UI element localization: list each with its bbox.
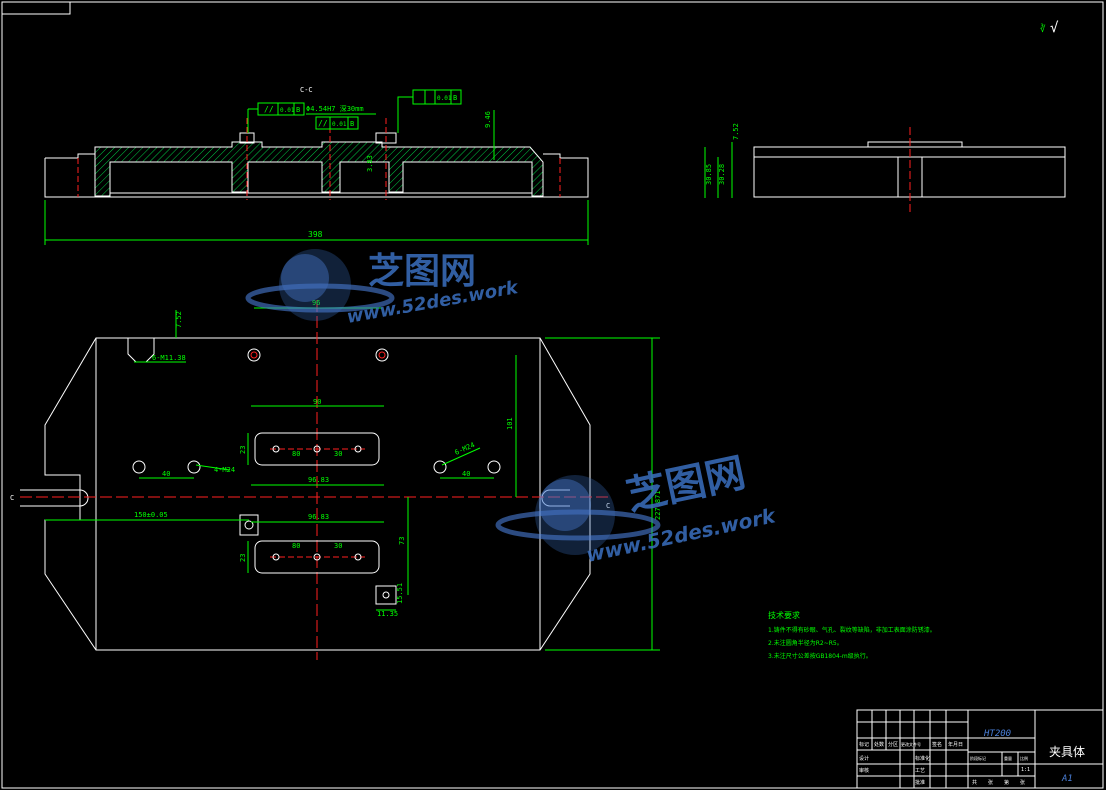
dim-90: 90 xyxy=(313,398,321,406)
tolerance-frame-1: // 0.01 B xyxy=(247,102,305,133)
role-review: 审核 xyxy=(859,767,869,774)
dim-23-b: 23 xyxy=(239,554,247,562)
hole-top-left xyxy=(247,348,261,362)
row-label-5: 年月日 xyxy=(948,741,963,748)
dim-23-a: 23 xyxy=(239,446,247,454)
title-block: HT200 夹具体 A1 标记 处数 分区 更改文件号 签名 年月日 设计 标准… xyxy=(856,709,1104,789)
row-label-2: 分区 xyxy=(888,741,898,748)
dim-height: 9.46 xyxy=(484,111,492,128)
hole-top-right xyxy=(375,348,389,362)
tol-3-value: 0.01 xyxy=(437,95,452,102)
dim-9683-b: 96.83 xyxy=(308,513,329,521)
tolerance-frame-3: 0.01 B xyxy=(397,89,462,133)
hole-spec: Φ4.54H7 深30mm xyxy=(306,104,364,113)
sheet-unit-2: 张 xyxy=(1020,779,1025,786)
role-approve: 批准 xyxy=(915,779,925,786)
dim-73: 73 xyxy=(398,537,406,545)
corner-pocket xyxy=(127,338,155,363)
slot-upper xyxy=(254,432,380,466)
role-standard: 标准化 xyxy=(915,755,930,762)
section-mark-right: C xyxy=(606,502,610,510)
dim-slot-w: 11.35 xyxy=(377,610,398,618)
dim-30-b: 30 xyxy=(334,542,342,550)
section-hatched-body xyxy=(94,141,544,197)
left-flange xyxy=(45,153,95,159)
dim-80-b: 80 xyxy=(292,542,300,550)
plan-dim-corner: 7.52 xyxy=(175,311,183,328)
dim-101: 101 xyxy=(506,417,514,430)
roughness-symbol: ∛ xyxy=(1040,23,1045,35)
side-dim-top: 7.52 xyxy=(732,123,740,140)
side-dim-left-1: 30.85 xyxy=(705,164,713,185)
dim-9683-a: 96.83 xyxy=(308,476,329,484)
hole-mid-right-1 xyxy=(433,460,447,474)
tol-1-datum: B xyxy=(296,106,300,114)
watermark-brand-1: 芝图网 xyxy=(368,251,476,292)
section-mark-left: C xyxy=(10,494,14,502)
dim-96-top: 96 xyxy=(312,299,320,307)
sheet-total-label: 共 xyxy=(972,779,977,786)
hole-mid-right-2 xyxy=(487,460,501,474)
small-pad xyxy=(375,585,397,605)
frame-corner-box xyxy=(1,1,71,15)
sheet-index-label: 第 xyxy=(1004,779,1009,786)
dim-40-left: 40 xyxy=(162,470,170,478)
technical-notes: 技术要求 1.铸件不得有砂眼、气孔、裂纹等缺陷，非加工表面涂防锈漆。 2.未注圆… xyxy=(768,610,936,660)
watermark-brand-2: 芝图网 xyxy=(623,450,750,520)
sheet-unit-1: 张 xyxy=(988,779,993,786)
dim-30-a: 30 xyxy=(334,450,342,458)
watermark-1: 芝图网 www.52des.work xyxy=(245,249,520,328)
tol-1-value: 0.01 xyxy=(280,107,295,114)
dim-overall-h: 227.871 xyxy=(654,490,662,520)
plate-outline xyxy=(44,337,591,651)
tech-note-2: 2.未注圆角半径为R2~R5。 xyxy=(768,639,843,647)
material-label: HT200 xyxy=(983,729,1011,739)
svg-text://: // xyxy=(264,105,274,114)
sheet-size: A1 xyxy=(1061,774,1073,784)
section-view: C-C // 0.01 B xyxy=(44,86,589,245)
slot-lower xyxy=(254,540,380,574)
right-u-slot xyxy=(541,489,570,507)
section-label: C-C xyxy=(300,86,313,94)
weight-label: 重量 xyxy=(1004,755,1012,761)
tech-note-1: 1.铸件不得有砂眼、气孔、裂纹等缺陷，非加工表面涂防锈漆。 xyxy=(768,626,936,634)
tech-notes-heading: 技术要求 xyxy=(768,610,800,620)
tolerance-frame-2: // 0.01 B xyxy=(315,116,359,130)
tol-2-value: 0.01 xyxy=(332,121,347,128)
svg-text://: // xyxy=(318,119,328,128)
dim-80-a: 80 xyxy=(292,450,300,458)
tol-2-datum: B xyxy=(350,120,354,128)
dim-150: 150±0.05 xyxy=(134,511,168,519)
role-design: 设计 xyxy=(859,755,869,762)
row-label-4: 签名 xyxy=(932,741,942,748)
hole-mid-left-2 xyxy=(187,460,201,474)
dim-40-right: 40 xyxy=(462,470,470,478)
row-label-1: 处数 xyxy=(874,741,884,748)
stage-label: 阶段标记 xyxy=(970,755,986,761)
thread-note-1: 6-M11.38 xyxy=(152,354,186,362)
row-label-0: 标记 xyxy=(859,741,869,748)
tech-note-3: 3.未注尺寸公差按GB1804-m级执行。 xyxy=(768,652,872,660)
right-flange xyxy=(543,153,589,198)
side-view: 7.52 30.85 30.28 xyxy=(704,123,1066,212)
thread-note-left: 4-M24 xyxy=(214,466,235,474)
part-name: 夹具体 xyxy=(1049,745,1085,759)
locator-boss xyxy=(239,514,259,536)
scale-label: 比例 xyxy=(1020,755,1028,761)
dim-slot-h: 15.51 xyxy=(396,583,404,604)
role-process: 工艺 xyxy=(915,768,925,774)
dim-overall-width: 398 xyxy=(308,230,323,239)
scale-value: 1:1 xyxy=(1021,767,1030,773)
hole-mid-left-1 xyxy=(132,460,146,474)
roughness-check: √ xyxy=(1050,20,1059,36)
dim-small: 3.83 xyxy=(366,155,374,172)
tol-3-datum: B xyxy=(453,94,457,102)
side-dim-left-2: 30.28 xyxy=(718,164,726,185)
left-u-slot xyxy=(20,489,89,507)
row-label-3: 更改文件号 xyxy=(901,741,921,747)
